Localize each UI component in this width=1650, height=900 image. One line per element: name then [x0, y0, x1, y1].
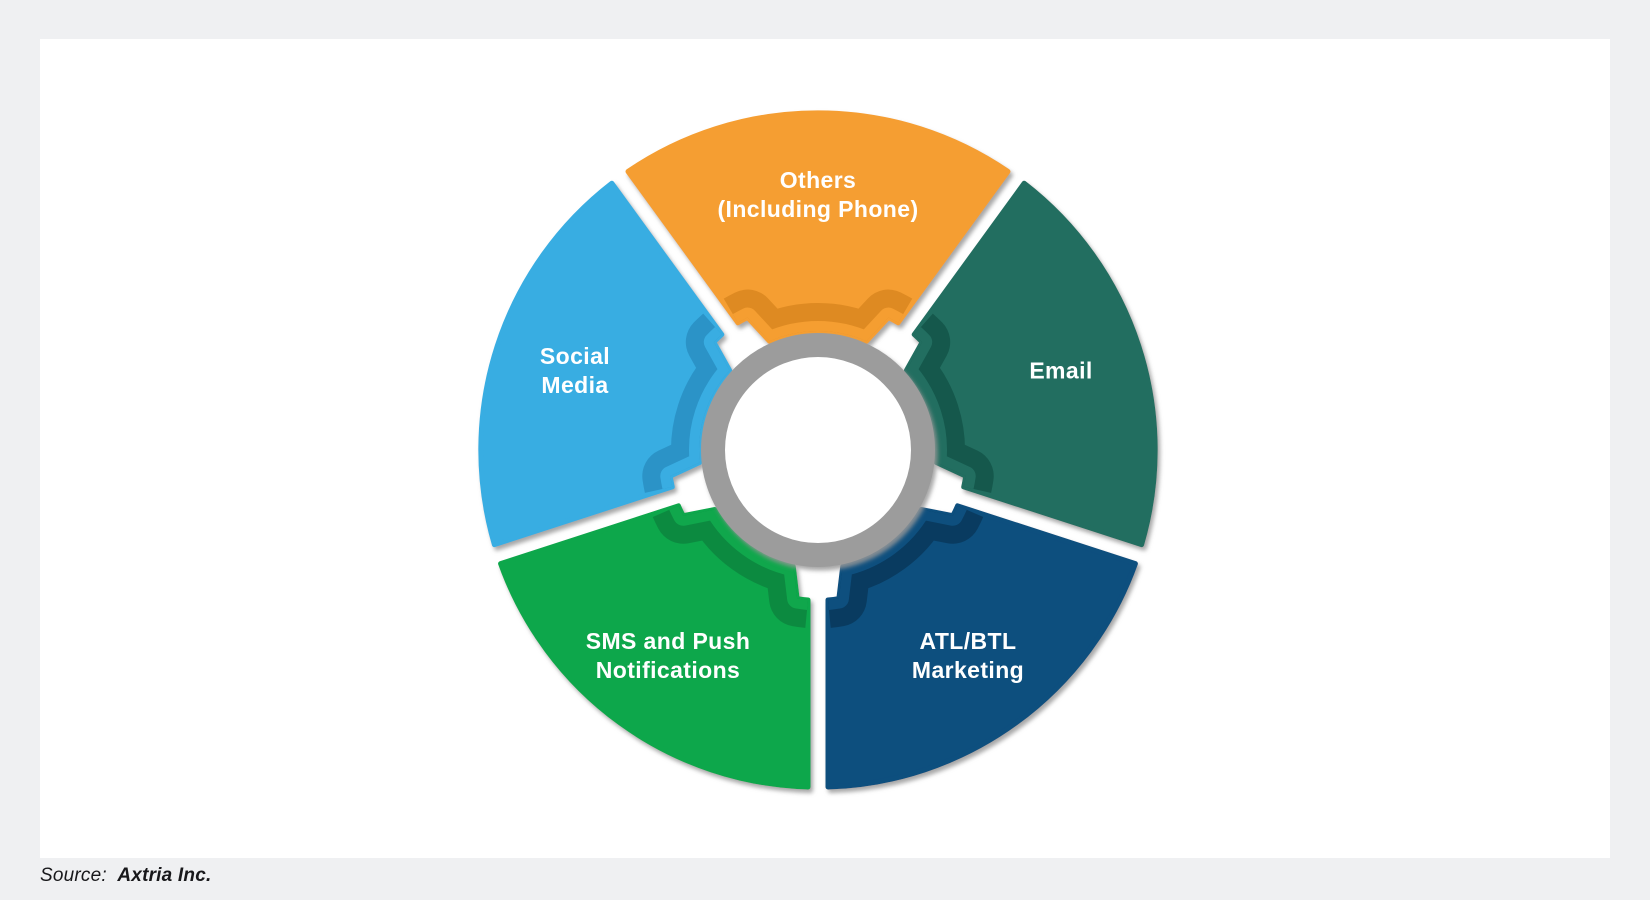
hub-ring: [701, 333, 935, 567]
segment-sms-and-push-notifications: [498, 503, 811, 790]
source-value: Axtria Inc.: [117, 865, 212, 886]
channel-wheel-diagram: [478, 110, 1158, 790]
segment-others: [625, 110, 1011, 344]
source-line: Source: Axtria Inc.: [40, 865, 211, 887]
segment-atl-btl-marketing: [825, 503, 1138, 790]
source-label: Source:: [40, 865, 107, 886]
